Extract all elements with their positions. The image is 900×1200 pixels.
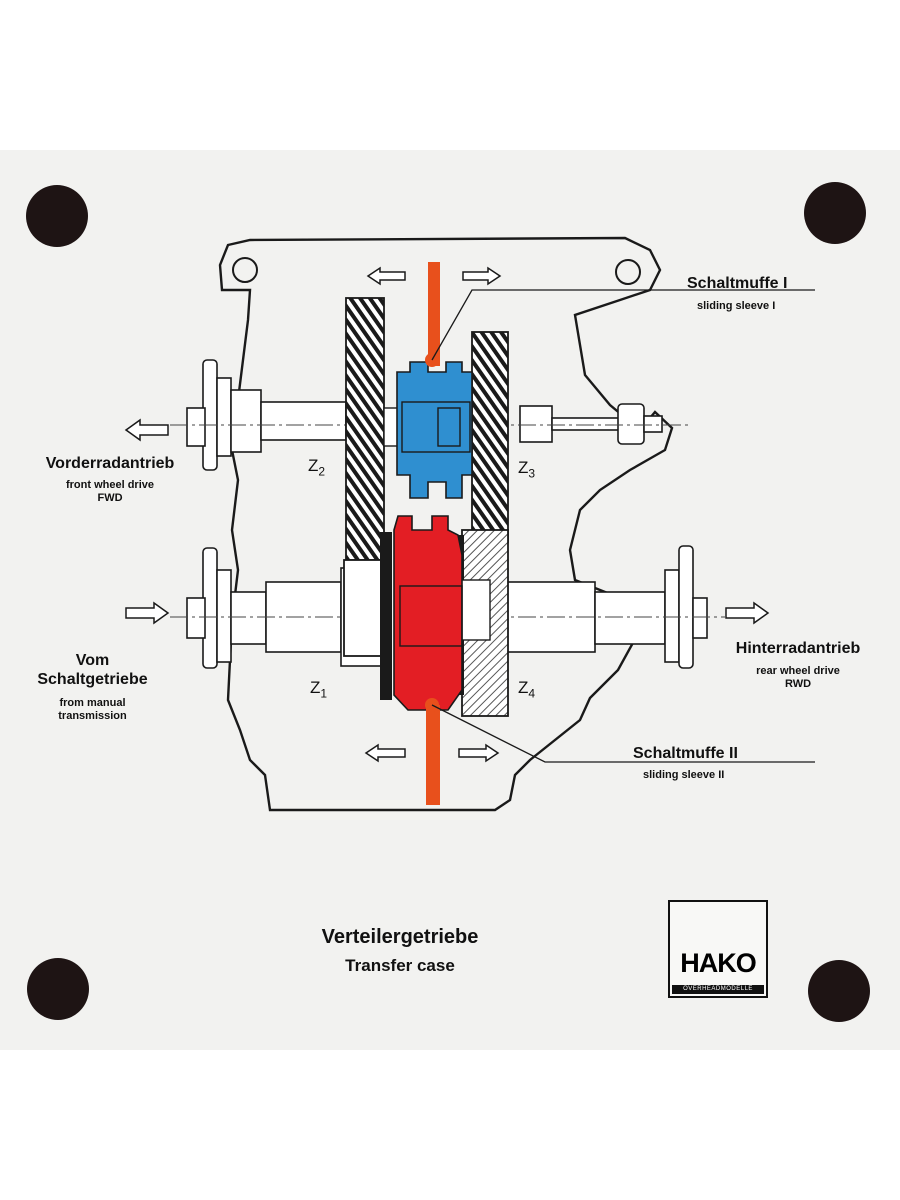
label-input-en-1: from manual [59, 697, 126, 709]
housing-bolt-hole-left [232, 257, 258, 283]
transfer-case-diagram [124, 236, 815, 812]
shift-fork-lower [426, 705, 440, 805]
mounting-hole-top-left [26, 185, 88, 247]
mounting-hole-bottom-right [808, 960, 870, 1022]
sliding-sleeve-1 [396, 361, 473, 499]
housing-bolt-hole-right [615, 259, 641, 285]
diagram-subtitle: Transfer case [345, 956, 455, 975]
label-rear-drive-de: Hinterradantrieb [735, 640, 861, 657]
label-sliding-sleeve-1-de: Schaltmuffe I [687, 275, 788, 292]
label-sliding-sleeve-2-en: sliding sleeve II [643, 769, 725, 781]
gear-label-z4: Z4 [518, 678, 536, 701]
leader-lines [431, 289, 815, 763]
shift-fork-upper [428, 262, 440, 366]
label-front-drive-de: Vorderradantrieb [45, 455, 175, 472]
label-rear-drive-abbr: RWD [784, 678, 812, 690]
gear-label-z2: Z2 [308, 456, 326, 479]
gear-z2 [345, 297, 385, 561]
hako-logo: HAKO OVERHEADMODELLE [668, 900, 768, 998]
upper-shaft [186, 359, 663, 471]
hako-logo-mark: HAKO [680, 948, 757, 978]
label-sliding-sleeve-1-en: sliding sleeve I [697, 300, 776, 312]
gear-label-z3: Z3 [518, 458, 536, 481]
label-front-drive-abbr: FWD [97, 492, 123, 504]
label-front-drive-en: front wheel drive [65, 479, 155, 491]
mounting-hole-top-right [804, 182, 866, 244]
label-input-de-1: Vom [75, 652, 110, 669]
gear-label-z1: Z1 [310, 678, 328, 701]
sliding-sleeve-2 [393, 515, 463, 711]
label-input-en-2: transmission [58, 710, 127, 722]
diagram-title: Verteilergetriebe [321, 926, 479, 948]
label-sliding-sleeve-2-de: Schaltmuffe II [633, 745, 738, 762]
gear-z1 [343, 559, 385, 657]
label-input-de-2: Schaltgetriebe [37, 671, 148, 688]
output-arrows [124, 418, 770, 625]
mounting-hole-bottom-left [27, 958, 89, 1020]
label-rear-drive-en: rear wheel drive [756, 665, 840, 677]
shift-arrows [364, 266, 502, 763]
gear-z3 [471, 331, 509, 543]
hako-logo-strip: OVERHEADMODELLE [672, 985, 764, 994]
housing-outline [218, 236, 674, 812]
